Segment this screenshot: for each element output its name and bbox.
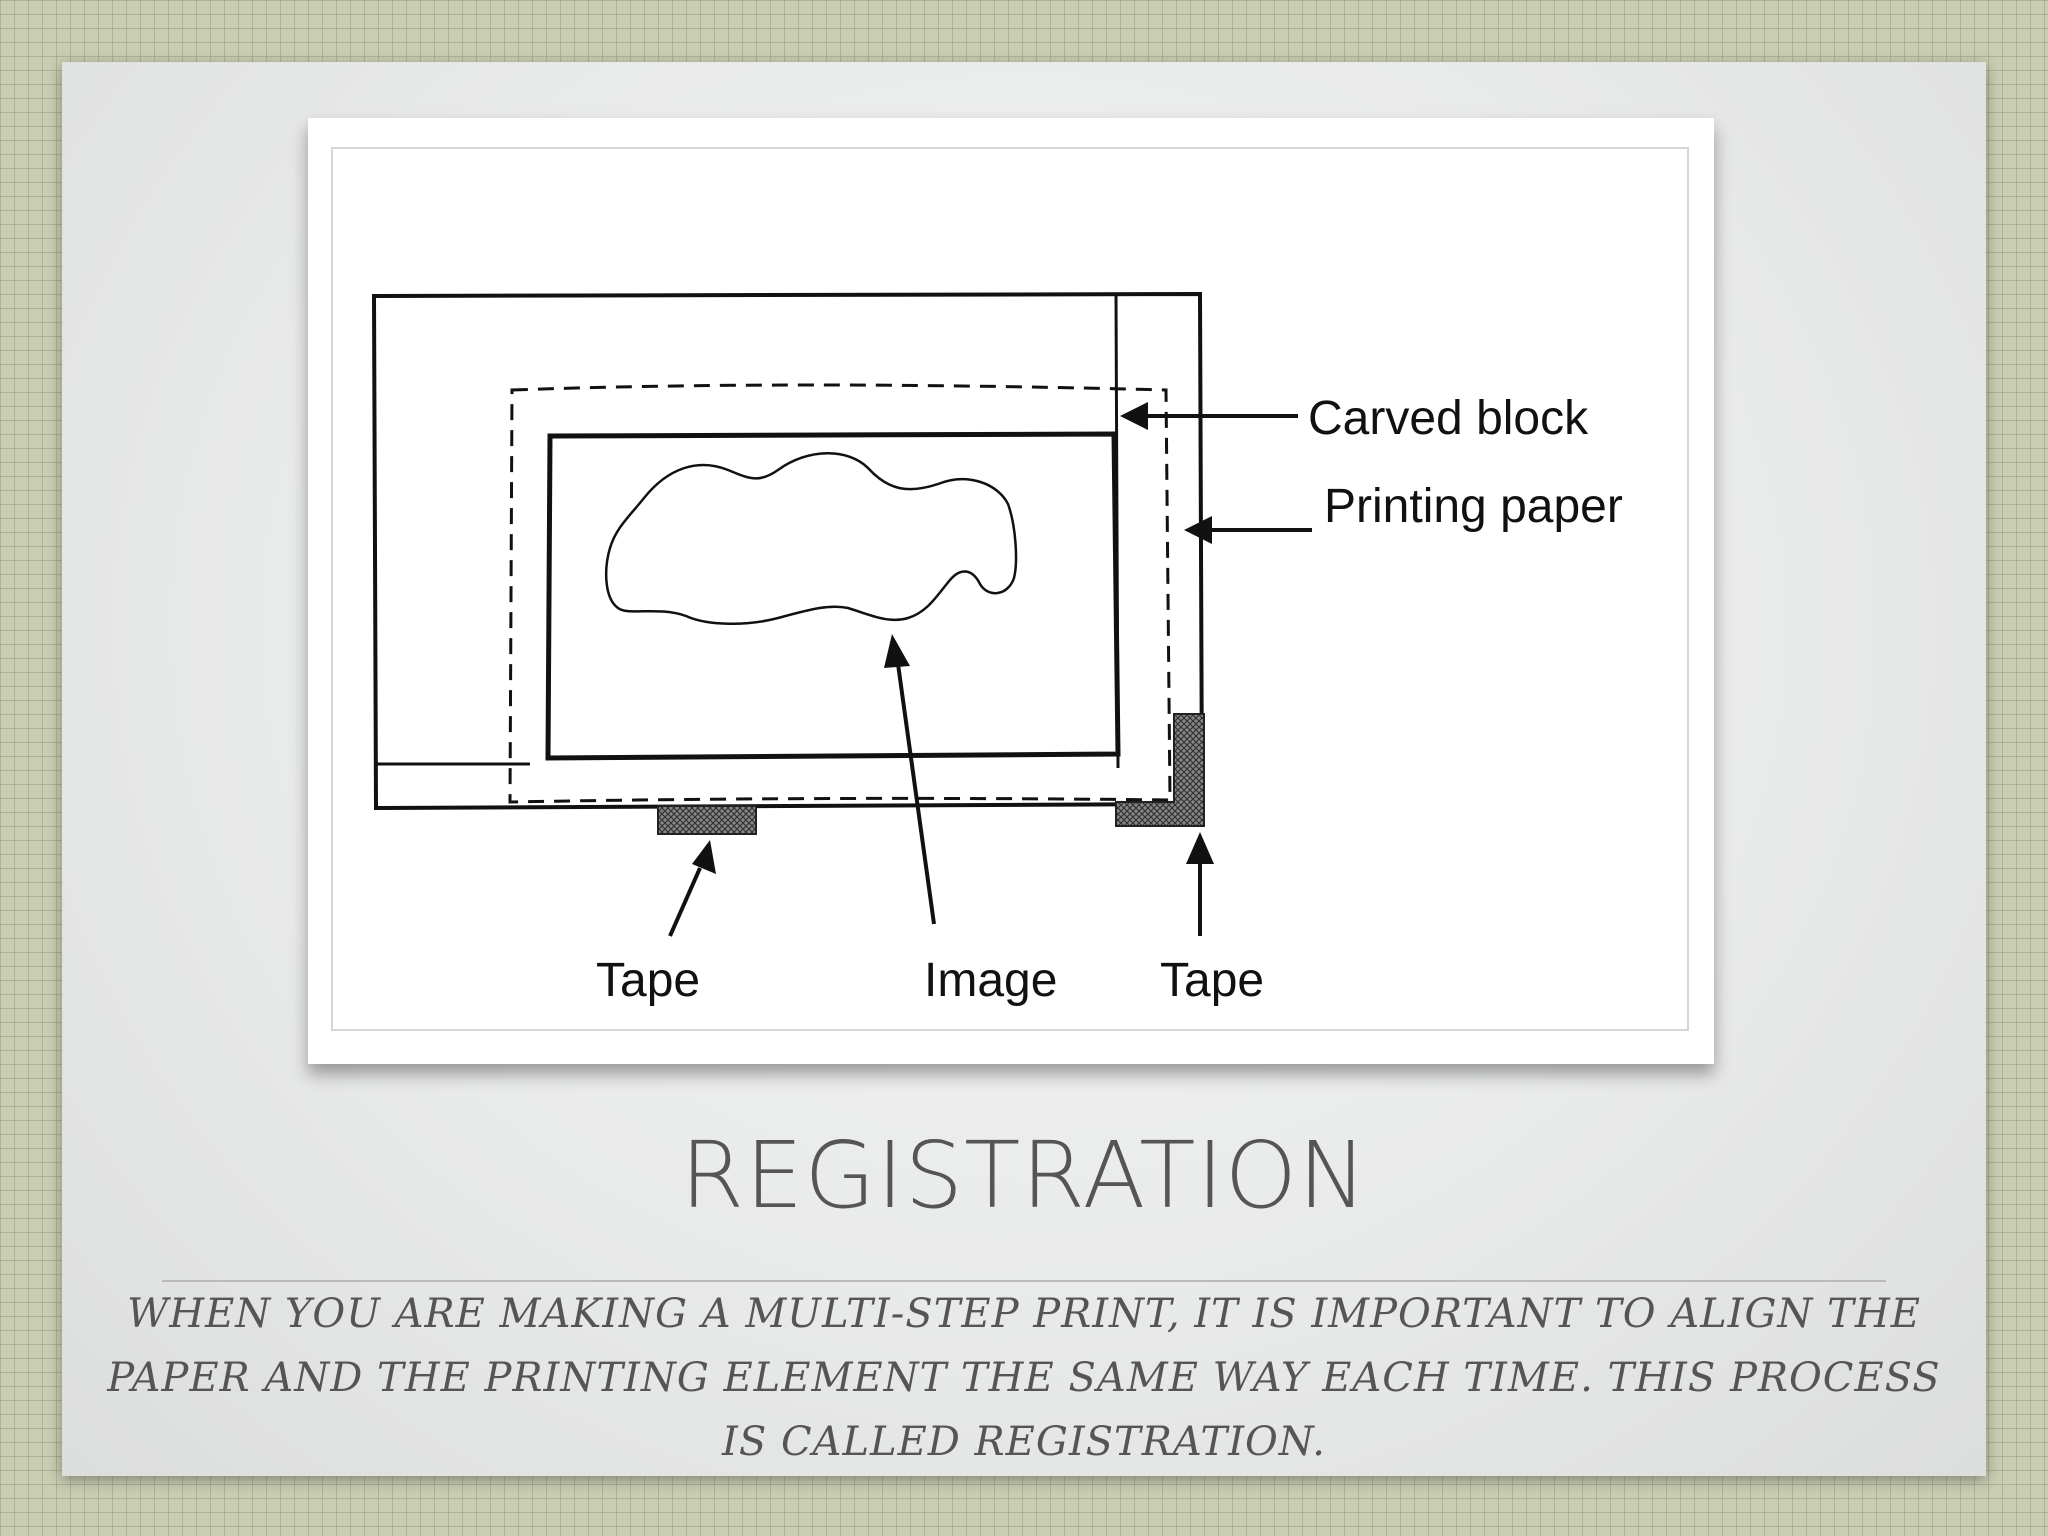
- carved-block-arrow: [1120, 402, 1298, 430]
- carved-block: [545, 431, 1121, 761]
- tape-left-label: Tape: [596, 954, 700, 1007]
- printing-paper-label: Printing paper: [1324, 480, 1623, 533]
- slide-body-text: WHEN YOU ARE MAKING A MULTI-STEP PRINT, …: [107, 1291, 1941, 1465]
- tape-right-arrow: [1186, 832, 1214, 936]
- title-divider: [162, 1280, 1886, 1282]
- registration-diagram: Carved block Printing paper Tape Image T…: [331, 147, 1689, 1031]
- scan-border: [331, 147, 1689, 1031]
- tape-right-patch: [1115, 713, 1205, 827]
- image-shape: [605, 452, 1018, 625]
- tape-left-arrow: [668, 840, 716, 937]
- registration-board: [371, 291, 1205, 811]
- slide-title: REGISTRATION: [680, 1122, 1368, 1229]
- registration-diagram-figure: Carved block Printing paper Tape Image T…: [308, 118, 1714, 1064]
- printing-paper-arrow: [1184, 516, 1312, 544]
- printing-paper-outline: [508, 383, 1172, 804]
- tape-left-patch: [657, 805, 757, 835]
- tape-right-label: Tape: [1160, 954, 1264, 1007]
- slide: Carved block Printing paper Tape Image T…: [62, 62, 1986, 1476]
- image-arrow: [884, 634, 936, 925]
- image-label: Image: [924, 954, 1057, 1007]
- carved-block-label: Carved block: [1308, 392, 1589, 445]
